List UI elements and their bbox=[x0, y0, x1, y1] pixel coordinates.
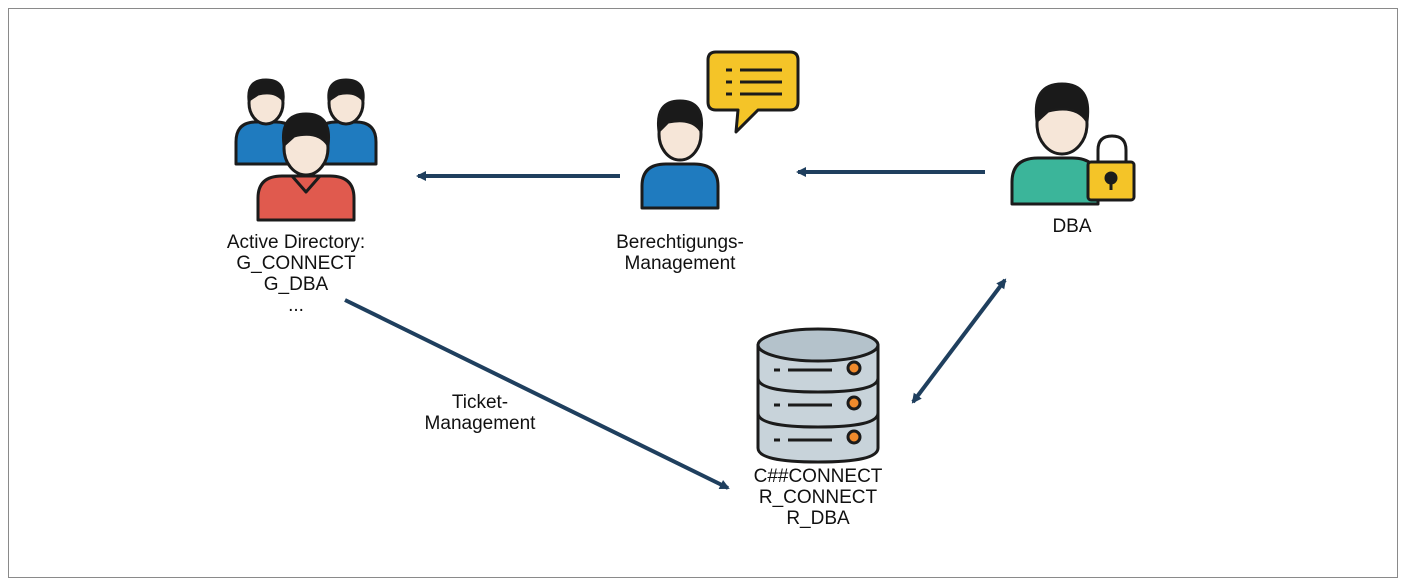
diagram-frame bbox=[8, 8, 1398, 578]
berechtigungs-line-1: Berechtigungs- bbox=[616, 232, 744, 253]
ad-line-1: Active Directory: bbox=[226, 232, 366, 253]
arrow-dba-database-bidirectional bbox=[911, 278, 1007, 404]
person-icon bbox=[640, 99, 720, 210]
arrow-ad-to-database bbox=[344, 298, 730, 490]
speech-bubble-icon bbox=[706, 50, 800, 134]
database-line-1: C##CONNECT bbox=[753, 466, 883, 487]
ticket-line-1: Ticket- bbox=[451, 392, 509, 413]
user-group-icon bbox=[234, 78, 378, 222]
admin-person-icon bbox=[1010, 82, 1100, 206]
ad-line-4: ... bbox=[288, 295, 304, 316]
ad-line-2: G_CONNECT bbox=[236, 253, 356, 274]
database-line-3: R_DBA bbox=[786, 508, 850, 529]
ticket-line-2: Management bbox=[424, 413, 536, 434]
ad-line-3: G_DBA bbox=[263, 274, 329, 295]
berechtigungs-label: Berechtigungs- Management bbox=[590, 232, 770, 274]
database-line-2: R_CONNECT bbox=[758, 487, 878, 508]
dba-line-1: DBA bbox=[1052, 216, 1092, 237]
database-icon bbox=[756, 327, 880, 464]
ticket-management-label: Ticket- Management bbox=[400, 392, 560, 434]
active-directory-label: Active Directory: G_CONNECT G_DBA ... bbox=[206, 232, 386, 316]
lock-icon bbox=[1086, 134, 1136, 202]
database-label: C##CONNECT R_CONNECT R_DBA bbox=[728, 466, 908, 529]
berechtigungs-line-2: Management bbox=[624, 253, 736, 274]
dba-label: DBA bbox=[1012, 216, 1132, 237]
